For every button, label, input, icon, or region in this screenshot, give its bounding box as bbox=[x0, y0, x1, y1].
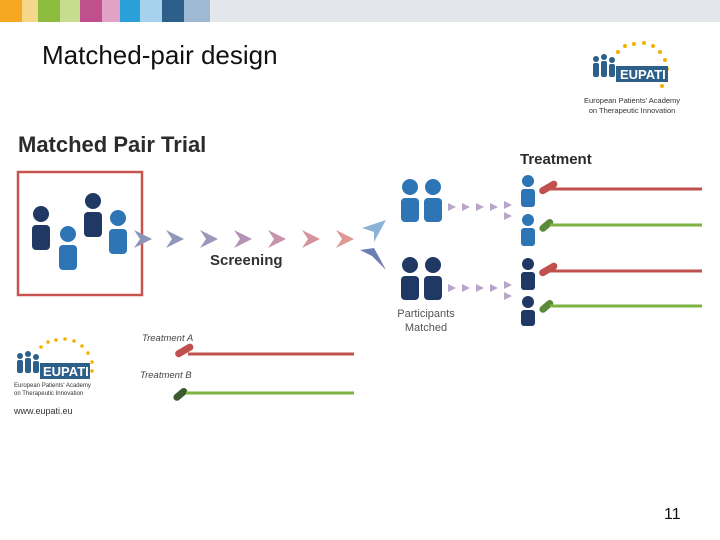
treatment-row bbox=[521, 214, 702, 246]
accent-seg bbox=[0, 0, 22, 22]
slide-title: Matched-pair design bbox=[42, 40, 278, 70]
accent-seg bbox=[102, 0, 120, 22]
pair2-arrows bbox=[448, 281, 512, 300]
participants-matched-label: Participants Matched bbox=[386, 307, 466, 335]
accent-seg bbox=[22, 0, 38, 22]
eupati-logo-mark: EUPATI bbox=[593, 41, 669, 88]
logo-top-caption-line2: on Therapeutic Innovation bbox=[588, 106, 676, 115]
logo-bottom-caption: European Patients' Academy on Therapeuti… bbox=[14, 382, 114, 398]
split-arrow-down bbox=[360, 248, 386, 270]
legend-treatment-a: Treatment A bbox=[142, 333, 194, 344]
accent-seg bbox=[60, 0, 80, 22]
logo-top-caption: European Patients' Academy on Therapeuti… bbox=[576, 96, 688, 116]
split-arrow-up bbox=[362, 220, 386, 242]
top-accent-bar bbox=[0, 0, 720, 22]
pool-person-icon bbox=[59, 226, 77, 270]
accent-seg bbox=[80, 0, 102, 22]
logo-bottom-caption-line2: on Therapeutic Innovation bbox=[14, 391, 84, 397]
page-number: 11 bbox=[664, 506, 681, 523]
accent-seg bbox=[184, 0, 210, 22]
logo-bottom-url[interactable]: www.eupati.eu bbox=[14, 406, 73, 416]
treatment-row bbox=[521, 258, 702, 290]
logo-bottom-name: EUPATI bbox=[43, 364, 89, 379]
treatment-row bbox=[521, 175, 702, 207]
screening-label: Screening bbox=[210, 252, 283, 269]
matched-label-line2: Matched bbox=[404, 322, 448, 334]
logo-top-caption-line1: European Patients' Academy bbox=[583, 96, 681, 105]
accent-seg bbox=[38, 0, 60, 22]
pool-person-icon bbox=[84, 193, 102, 237]
eupati-logo-mark: EUPATI bbox=[17, 337, 94, 379]
matched-pair-2 bbox=[401, 257, 442, 300]
treatment-row bbox=[521, 296, 702, 326]
legend-treatment-b: Treatment B bbox=[140, 370, 192, 381]
logo-top-name: EUPATI bbox=[620, 67, 666, 82]
legend-a-line bbox=[175, 343, 354, 358]
eupati-logo-top: EUPATI European Patients' Academy on The… bbox=[582, 38, 686, 118]
pair1-arrows bbox=[448, 201, 512, 220]
pool-person-icon bbox=[32, 206, 50, 250]
diagram-title: Matched Pair Trial bbox=[18, 132, 207, 157]
accent-seg bbox=[162, 0, 184, 22]
matched-label-line1: Participants bbox=[397, 308, 455, 320]
screening-pool-frame bbox=[16, 170, 144, 297]
screening-chevrons bbox=[134, 230, 354, 248]
accent-seg bbox=[210, 0, 720, 22]
logo-bottom-caption-line1: European Patients' Academy bbox=[14, 383, 91, 389]
eupati-logo-bottom: EUPATI European Patients' Academy on The… bbox=[12, 336, 112, 420]
pool-person-icon bbox=[109, 210, 127, 254]
accent-seg bbox=[120, 0, 140, 22]
accent-seg bbox=[140, 0, 162, 22]
matched-pair-1 bbox=[401, 179, 442, 222]
treatment-heading: Treatment bbox=[520, 151, 592, 168]
legend-b-line bbox=[173, 387, 354, 401]
